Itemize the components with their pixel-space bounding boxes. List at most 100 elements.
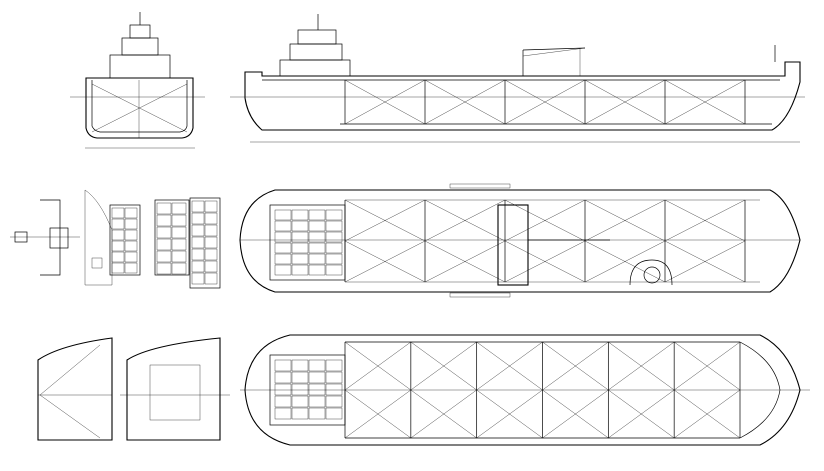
tank-diagonal bbox=[584, 79, 666, 125]
tank-diagonal bbox=[504, 199, 586, 242]
room bbox=[274, 242, 292, 254]
tank-diagonal bbox=[542, 389, 609, 439]
tank-diagonal bbox=[424, 199, 506, 242]
room bbox=[308, 231, 326, 243]
room bbox=[191, 200, 205, 213]
tank-diagonal bbox=[410, 389, 477, 439]
room bbox=[308, 242, 326, 254]
room bbox=[124, 218, 138, 230]
room bbox=[274, 371, 292, 384]
room bbox=[291, 395, 309, 408]
room bbox=[325, 242, 343, 254]
room bbox=[325, 371, 343, 384]
room bbox=[308, 359, 326, 372]
room bbox=[111, 229, 125, 241]
room bbox=[274, 383, 292, 396]
room bbox=[291, 253, 309, 265]
room bbox=[124, 207, 138, 219]
room bbox=[291, 242, 309, 254]
tank-diagonal bbox=[674, 341, 741, 391]
room bbox=[325, 209, 343, 221]
tank-diagonal bbox=[584, 240, 666, 283]
room bbox=[204, 224, 218, 237]
room bbox=[308, 407, 326, 420]
room bbox=[308, 253, 326, 265]
tank-diagonal bbox=[344, 240, 426, 283]
tank-diagonal bbox=[674, 389, 741, 439]
room bbox=[156, 250, 172, 263]
room bbox=[171, 202, 187, 215]
room bbox=[204, 248, 218, 261]
room bbox=[156, 262, 172, 275]
tank-diagonal bbox=[504, 240, 586, 283]
tank-diagonal bbox=[410, 341, 477, 391]
room bbox=[308, 220, 326, 232]
tank-diagonal bbox=[664, 199, 746, 242]
room bbox=[204, 200, 218, 213]
room bbox=[171, 214, 187, 227]
room bbox=[325, 407, 343, 420]
room bbox=[204, 236, 218, 249]
tank-diagonal bbox=[608, 341, 675, 391]
room bbox=[124, 251, 138, 263]
room bbox=[325, 220, 343, 232]
tank-diagonal bbox=[344, 389, 411, 439]
tank-diagonal bbox=[476, 341, 543, 391]
room bbox=[191, 236, 205, 249]
room bbox=[291, 383, 309, 396]
room bbox=[274, 359, 292, 372]
room bbox=[124, 262, 138, 274]
room bbox=[111, 218, 125, 230]
tank-diagonal bbox=[664, 240, 746, 283]
room bbox=[308, 209, 326, 221]
room bbox=[171, 250, 187, 263]
room bbox=[156, 214, 172, 227]
room bbox=[171, 238, 187, 251]
tank-diagonal bbox=[584, 199, 666, 242]
room bbox=[274, 407, 292, 420]
room bbox=[111, 207, 125, 219]
tank-diagonal bbox=[344, 199, 426, 242]
room bbox=[191, 224, 205, 237]
room bbox=[111, 262, 125, 274]
room bbox=[274, 231, 292, 243]
room bbox=[124, 229, 138, 241]
room bbox=[291, 407, 309, 420]
tank-diagonal bbox=[608, 389, 675, 439]
room bbox=[325, 264, 343, 276]
tank-diagonal bbox=[504, 79, 586, 125]
tank-diagonal bbox=[344, 341, 411, 391]
room bbox=[291, 264, 309, 276]
upper-deck-plan bbox=[239, 183, 801, 298]
room bbox=[156, 226, 172, 239]
room bbox=[274, 264, 292, 276]
room bbox=[156, 238, 172, 251]
room bbox=[291, 371, 309, 384]
room bbox=[204, 260, 218, 273]
room bbox=[325, 383, 343, 396]
room bbox=[204, 272, 218, 285]
tank-diagonal bbox=[424, 240, 506, 283]
room bbox=[191, 248, 205, 261]
tank-diagonal bbox=[476, 389, 543, 439]
tank-diagonal bbox=[424, 79, 506, 125]
tank-diagonal bbox=[344, 79, 426, 125]
room bbox=[291, 231, 309, 243]
room bbox=[111, 251, 125, 263]
room bbox=[274, 253, 292, 265]
room bbox=[274, 395, 292, 408]
room bbox=[291, 209, 309, 221]
room bbox=[308, 264, 326, 276]
profile-view bbox=[230, 14, 805, 143]
room bbox=[291, 220, 309, 232]
lower-deck-plans bbox=[37, 334, 810, 446]
midship-section-view bbox=[70, 12, 205, 149]
room bbox=[274, 209, 292, 221]
room bbox=[171, 226, 187, 239]
tank-diagonal bbox=[664, 79, 746, 125]
room bbox=[171, 262, 187, 275]
room bbox=[325, 395, 343, 408]
room bbox=[325, 253, 343, 265]
room bbox=[308, 395, 326, 408]
